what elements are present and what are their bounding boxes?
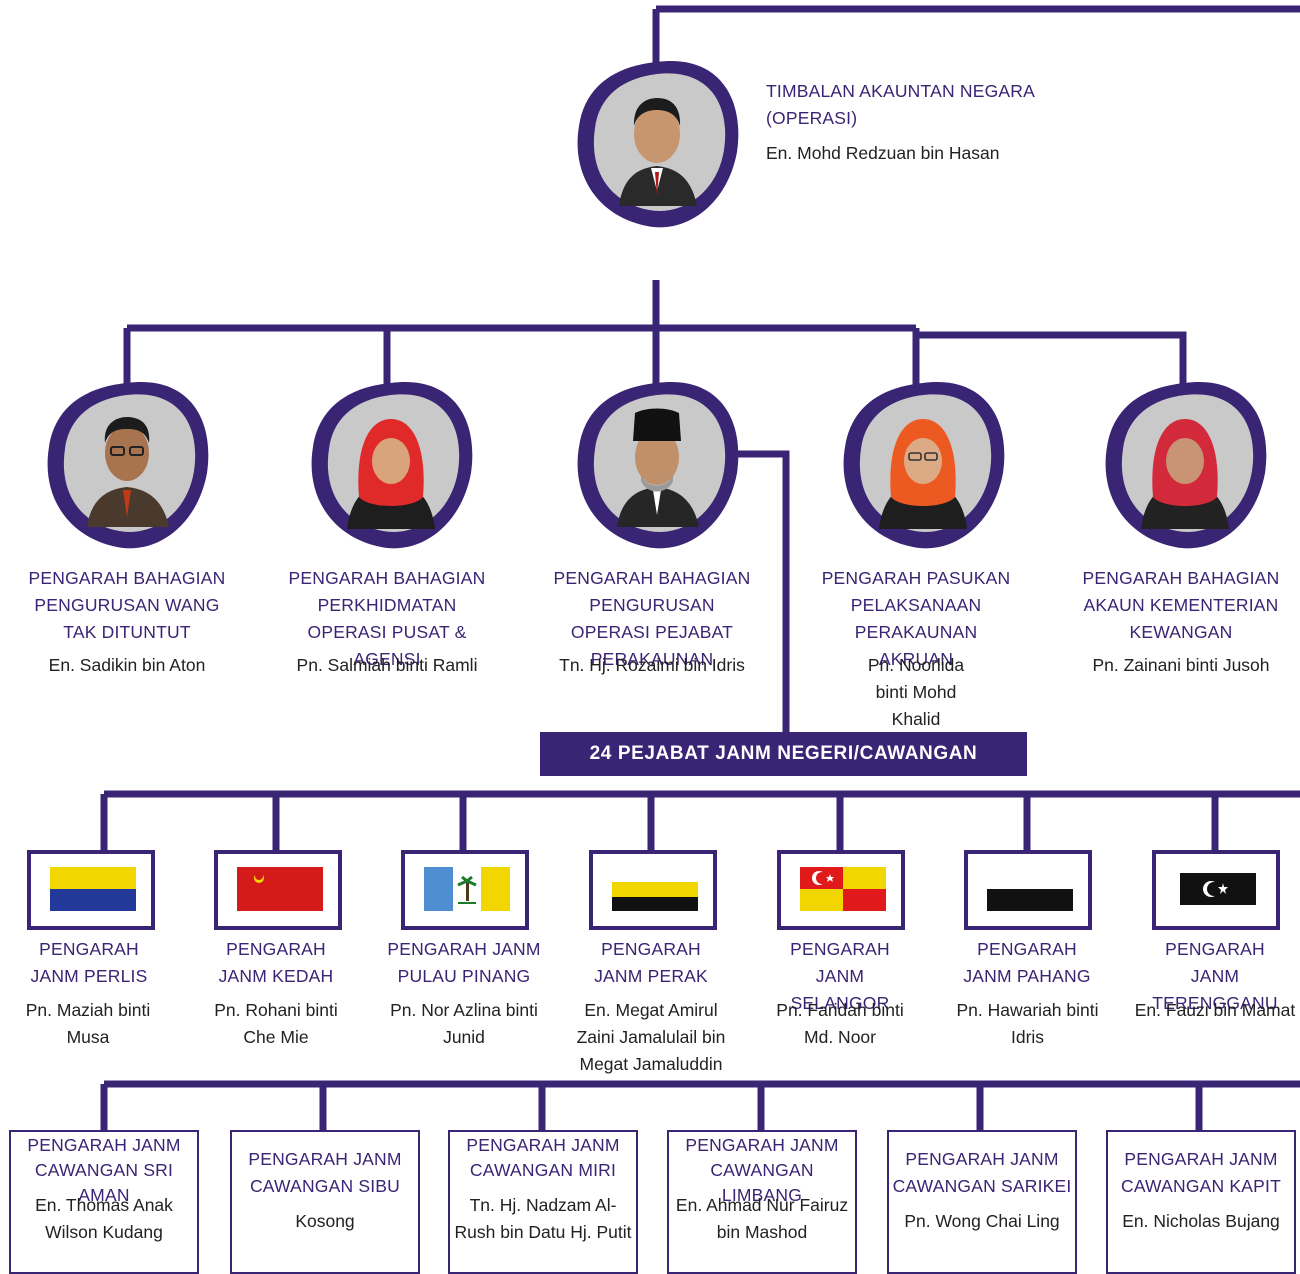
state-3-name: Pn. Nor Azlina binti Junid xyxy=(390,1000,538,1047)
state-6-title: PENGARAH JANM PAHANG xyxy=(963,939,1091,986)
branch-2-name: Kosong xyxy=(295,1211,355,1231)
division-4-title: PENGARAH PASUKAN PELAKSANAAN PERAKAUNAN … xyxy=(821,568,1011,669)
top-title: TIMBALAN AKAUNTAN NEGARA (OPERASI) xyxy=(766,81,1035,128)
divisions-bus xyxy=(123,324,920,400)
branch-sarikei-box: PENGARAH JANM CAWANGAN SARIKEI Pn. Wong … xyxy=(887,1130,1077,1274)
division-4-photo-frame xyxy=(843,382,1005,549)
division-5-photo-frame xyxy=(1105,382,1267,549)
state-1-title: PENGARAH JANM PERLIS xyxy=(30,939,148,986)
division-5-name: Pn. Zainani binti Jusoh xyxy=(1092,655,1270,675)
state-1-name: Pn. Maziah binti Musa xyxy=(25,1000,151,1047)
state-7-title: PENGARAH JANM TERENGGANU xyxy=(1152,939,1278,1013)
branch-3-name: Tn. Hj. Nadzam Al-Rush bin Datu Hj. Puti… xyxy=(454,1195,632,1242)
selangor-flag-box xyxy=(777,850,905,930)
portrait-man-suit-icon xyxy=(619,98,697,206)
state-2-name: Pn. Rohani binti Che Mie xyxy=(214,1000,338,1047)
penang-flag-box xyxy=(401,850,529,930)
terengganu-flag-box xyxy=(1152,850,1280,930)
division-3-photo-frame xyxy=(577,382,739,549)
portrait-woman-red-hijab-icon xyxy=(347,419,435,529)
portrait-man-songkok-icon xyxy=(617,408,699,527)
portrait-woman-red-hijab-glasses-icon xyxy=(879,419,967,529)
branch-miri-box: PENGARAH JANM CAWANGAN MIRI Tn. Hj. Nadz… xyxy=(448,1130,638,1274)
branch-kapit-box: PENGARAH JANM CAWANGAN KAPIT En. Nichola… xyxy=(1106,1130,1296,1274)
division-5-connector xyxy=(916,331,1187,400)
branch-1-name: En. Thomas Anak Wilson Kudang xyxy=(35,1195,173,1242)
state-5-name: Pn. Faridah binti Md. Noor xyxy=(776,1000,904,1047)
branch-6-name: En. Nicholas Bujang xyxy=(1122,1211,1280,1231)
division-3-name: Tn. Hj. Rozaimi bin Idris xyxy=(559,655,745,675)
division-2-title: PENGARAH BAHAGIAN PERKHIDMATAN OPERASI P… xyxy=(288,568,486,669)
branch-6-title: PENGARAH JANM CAWANGAN KAPIT xyxy=(1121,1149,1281,1196)
branch-3-title: PENGARAH JANM CAWANGAN MIRI xyxy=(466,1135,620,1180)
top-photo-frame xyxy=(577,61,739,228)
state-2-title: PENGARAH JANM KEDAH xyxy=(218,939,334,986)
kedah-flag-box xyxy=(214,850,342,930)
branch-sri-aman-box: PENGARAH JANM CAWANGAN SRI AMAN En. Thom… xyxy=(9,1130,199,1274)
state-5-title: PENGARAH JANM SELANGOR xyxy=(790,939,890,1013)
pahang-flag-box xyxy=(964,850,1092,930)
terengganu-flag-icon xyxy=(1175,867,1261,911)
division-1-title: PENGARAH BAHAGIAN PENGURUSAN WANG TAK DI… xyxy=(28,568,226,642)
portrait-woman-red-hijab-icon xyxy=(1141,419,1229,529)
division-1-photo-frame xyxy=(47,382,209,549)
division-1-name: En. Sadikin bin Aton xyxy=(48,655,206,675)
selangor-flag-icon xyxy=(800,867,886,911)
perlis-flag-icon xyxy=(50,867,136,911)
branch-1-title: PENGARAH JANM CAWANGAN SRI AMAN xyxy=(27,1135,181,1205)
division-3-title: PENGARAH BAHAGIAN PENGURUSAN OPERASI PEJ… xyxy=(553,568,751,669)
division-4-name: Pn. Noorlida binti Mohd Khalid xyxy=(867,655,965,729)
pahang-flag-icon xyxy=(987,867,1073,911)
banner-connector xyxy=(730,450,790,735)
branch-sibu-box: PENGARAH JANM CAWANGAN SIBU Kosong xyxy=(230,1130,420,1274)
portrait-man-glasses-icon xyxy=(87,417,169,527)
perak-flag-icon xyxy=(612,867,698,911)
state-7-name: En. Fauzi bin Mamat xyxy=(1134,1000,1296,1020)
kedah-flag-icon xyxy=(237,867,323,911)
states-bus xyxy=(100,790,1300,850)
state-6-name: Pn. Hawariah binti Idris xyxy=(956,1000,1099,1047)
branch-limbang-box: PENGARAH JANM CAWANGAN LIMBANG En. Ahmad… xyxy=(667,1130,857,1274)
perak-flag-box xyxy=(589,850,717,930)
branch-5-name: Pn. Wong Chai Ling xyxy=(904,1211,1060,1231)
state-4-name: En. Megat Amirul Zaini Jamalulail bin Me… xyxy=(576,1000,726,1074)
state-3-title: PENGARAH JANM PULAU PINANG xyxy=(387,939,541,986)
division-2-name: Pn. Salmiah binti Ramli xyxy=(296,655,478,675)
perlis-flag-box xyxy=(27,850,155,930)
division-2-photo-frame xyxy=(311,382,473,549)
branches-bus xyxy=(100,1080,1300,1131)
branch-2-title: PENGARAH JANM CAWANGAN SIBU xyxy=(248,1149,402,1196)
penang-flag-icon xyxy=(424,867,510,911)
branch-offices-banner: 24 PEJABAT JANM NEGERI/CAWANGAN xyxy=(540,732,1027,776)
division-5-title: PENGARAH BAHAGIAN AKAUN KEMENTERIAN KEWA… xyxy=(1082,568,1280,642)
branch-4-name: En. Ahmad Nur Fairuz bin Mashod xyxy=(675,1195,849,1242)
branch-5-title: PENGARAH JANM CAWANGAN SARIKEI xyxy=(892,1149,1072,1196)
branch-4-title: PENGARAH JANM CAWANGAN LIMBANG xyxy=(685,1135,839,1205)
top-name: En. Mohd Redzuan bin Hasan xyxy=(766,143,1000,163)
state-4-title: PENGARAH JANM PERAK xyxy=(594,939,708,986)
